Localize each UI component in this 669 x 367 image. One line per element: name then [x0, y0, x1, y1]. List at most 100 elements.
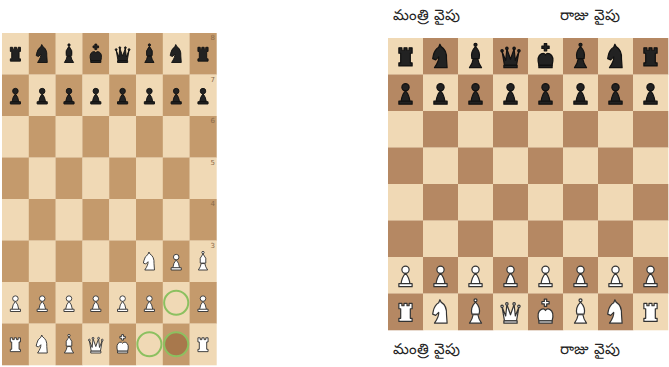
board-square — [136, 324, 163, 366]
rook-piece — [10, 338, 20, 352]
board-square — [633, 294, 668, 331]
knight-piece — [608, 300, 622, 323]
bishop-piece — [64, 44, 73, 63]
move-marker — [164, 332, 188, 356]
board-square — [56, 116, 83, 158]
board-square — [563, 75, 598, 112]
rook-piece — [198, 47, 208, 61]
board-square — [458, 257, 493, 294]
board-square — [2, 199, 29, 241]
board-square — [190, 33, 217, 75]
board-square — [598, 38, 633, 75]
pawn-piece — [118, 296, 128, 312]
side-label: రాజు వైపు — [560, 340, 620, 358]
pawn-piece — [609, 84, 622, 104]
queen-piece — [501, 47, 520, 67]
rank-number: 8 — [210, 35, 214, 42]
board-square — [458, 184, 493, 221]
board-square — [563, 294, 598, 331]
board-square — [388, 111, 423, 148]
board-square — [633, 221, 668, 258]
rook-piece — [399, 303, 412, 321]
board-square — [82, 75, 109, 117]
board-square — [56, 33, 83, 75]
board-square — [190, 241, 217, 283]
board-square — [528, 38, 563, 75]
board-square — [423, 148, 458, 185]
board-square — [458, 294, 493, 331]
king-piece — [538, 44, 553, 68]
rook-piece — [644, 303, 657, 321]
board-square — [136, 116, 163, 158]
board-square — [163, 75, 190, 117]
pawn-piece — [644, 266, 657, 286]
board-square — [633, 148, 668, 185]
board-square — [2, 241, 29, 283]
board-square — [82, 158, 109, 200]
board-square — [423, 257, 458, 294]
pawn-piece — [469, 84, 482, 104]
pawn-piece — [198, 296, 208, 312]
board-square — [109, 33, 136, 75]
board-square — [163, 324, 190, 366]
board-square — [82, 199, 109, 241]
pawn-piece — [434, 266, 447, 286]
board-square — [163, 33, 190, 75]
board-square — [528, 111, 563, 148]
queen-piece — [501, 303, 520, 323]
board-square — [2, 282, 29, 324]
board-square — [2, 158, 29, 200]
board-square — [388, 257, 423, 294]
board-square — [493, 38, 528, 75]
board-square — [458, 111, 493, 148]
board-square — [493, 184, 528, 221]
board-square — [2, 33, 29, 75]
bishop-piece — [64, 334, 73, 353]
board-square — [458, 38, 493, 75]
board-square — [528, 257, 563, 294]
rook-piece — [198, 338, 208, 352]
pawn-piece — [574, 266, 587, 286]
knight-piece — [36, 45, 47, 63]
board-square — [56, 324, 83, 366]
board-square — [458, 75, 493, 112]
board-square — [190, 324, 217, 366]
board-square — [29, 75, 56, 117]
rank-number: 5 — [210, 160, 214, 167]
pawn-piece — [10, 88, 20, 104]
board-square — [598, 294, 633, 331]
board-square — [563, 257, 598, 294]
board-square — [163, 199, 190, 241]
board-square — [82, 282, 109, 324]
rook-piece — [399, 48, 412, 66]
board-square — [109, 116, 136, 158]
board-square — [563, 38, 598, 75]
board-square — [598, 184, 633, 221]
board-square — [423, 221, 458, 258]
king-piece — [117, 335, 128, 353]
board-square — [388, 75, 423, 112]
board-square — [493, 148, 528, 185]
board-square — [528, 294, 563, 331]
board-square — [388, 221, 423, 258]
knight-piece — [433, 300, 447, 323]
board-square — [29, 324, 56, 366]
board-square — [29, 199, 56, 241]
board-square — [388, 148, 423, 185]
board-square — [423, 184, 458, 221]
board-square — [190, 158, 217, 200]
pawn-piece — [91, 296, 101, 312]
rank-number: 3 — [210, 243, 214, 250]
board-square — [109, 75, 136, 117]
board-square — [136, 33, 163, 75]
board-square — [82, 324, 109, 366]
queen-piece — [115, 47, 130, 63]
board-square — [388, 38, 423, 75]
board-square — [528, 184, 563, 221]
side-label: రాజు వైపు — [560, 6, 620, 24]
knight-piece — [608, 44, 622, 67]
board-square — [136, 158, 163, 200]
board-square — [388, 294, 423, 331]
board-square — [493, 111, 528, 148]
